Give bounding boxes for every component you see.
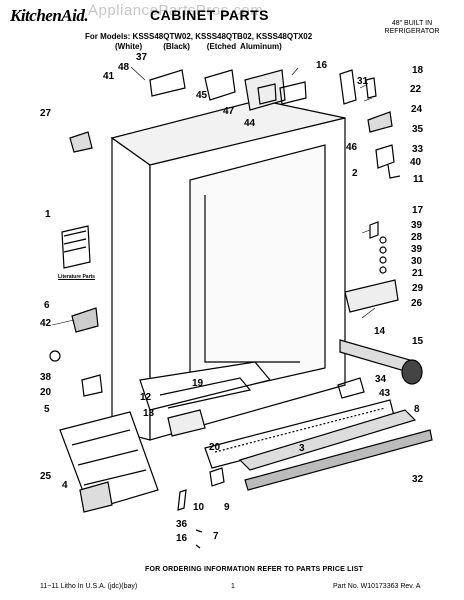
part-number: Part No. W10173363 Rev. A — [333, 583, 421, 590]
callout-7: 7 — [213, 531, 219, 542]
callout-19: 19 — [192, 378, 204, 389]
callout-46: 46 — [346, 142, 358, 153]
callout-24: 24 — [411, 104, 423, 115]
callout-4: 4 — [62, 480, 68, 491]
callout-47: 47 — [223, 106, 235, 117]
callout-38: 38 — [40, 372, 52, 383]
callout-34: 34 — [375, 374, 387, 385]
callout-37: 37 — [136, 52, 148, 63]
product-type: 48" BUILT IN REFRIGERATOR — [372, 20, 452, 36]
brand-logo: KitchenAid. — [10, 6, 89, 25]
callout-16: 16 — [316, 60, 328, 71]
callout-9: 9 — [224, 502, 230, 513]
callout-22: 22 — [410, 84, 422, 95]
callout-39b: 39 — [411, 244, 423, 255]
callout-40: 40 — [410, 157, 422, 168]
callout-5: 5 — [44, 404, 50, 415]
callout-11: 11 — [413, 174, 424, 185]
callout-14: 14 — [374, 326, 386, 337]
callout-36: 36 — [176, 519, 188, 530]
page-title: CABINET PARTS — [150, 7, 270, 23]
callout-45: 45 — [196, 90, 208, 101]
callout-39: 39 — [411, 220, 423, 231]
callout-29: 29 — [412, 283, 424, 294]
callout-21: 21 — [412, 268, 424, 279]
callout-28: 28 — [411, 232, 423, 243]
callout-12: 12 — [140, 392, 152, 403]
callout-25: 25 — [40, 471, 52, 482]
callout-1: 1 — [45, 209, 51, 220]
watermark: AppliancePartsPros.com — [88, 2, 264, 19]
callout-15: 15 — [412, 336, 424, 347]
callout-30: 30 — [411, 256, 423, 267]
model-colors: (White) (Black) (Etched Aluminum) — [115, 42, 282, 51]
literature-parts-label: Literature Parts — [58, 274, 95, 280]
litho-note: 11~11 Litho In U.S.A. (jdc)(bay) — [40, 583, 138, 590]
callout-32: 32 — [412, 474, 424, 485]
callout-35: 35 — [412, 124, 424, 135]
product-type-line2: REFRIGERATOR — [384, 28, 440, 35]
callout-8: 8 — [414, 404, 420, 415]
model-list: For Models: KSSS48QTW02, KSSS48QTB02, KS… — [85, 32, 313, 41]
callout-44: 44 — [244, 118, 256, 129]
callout-6: 6 — [44, 300, 50, 311]
callout-20: 20 — [40, 387, 52, 398]
callout-27: 27 — [40, 108, 52, 119]
callout-20b: 20 — [209, 442, 221, 453]
callout-3: 3 — [299, 443, 305, 454]
callout-41: 41 — [103, 71, 115, 82]
product-type-line1: 48" BUILT IN — [391, 20, 433, 27]
callout-10: 10 — [193, 502, 205, 513]
callout-33: 33 — [412, 144, 424, 155]
callout-48: 48 — [118, 62, 130, 73]
callout-13: 13 — [143, 408, 155, 419]
callout-18: 18 — [412, 65, 424, 76]
callout-17: 17 — [412, 205, 424, 216]
callout-42: 42 — [40, 318, 52, 329]
callout-31: 31 — [357, 76, 369, 87]
page-number: 1 — [231, 583, 235, 590]
ordering-note: FOR ORDERING INFORMATION REFER TO PARTS … — [145, 566, 364, 573]
callout-2: 2 — [352, 168, 358, 179]
callout-26: 26 — [411, 298, 423, 309]
callout-16b: 16 — [176, 533, 188, 544]
callout-43: 43 — [379, 388, 391, 399]
